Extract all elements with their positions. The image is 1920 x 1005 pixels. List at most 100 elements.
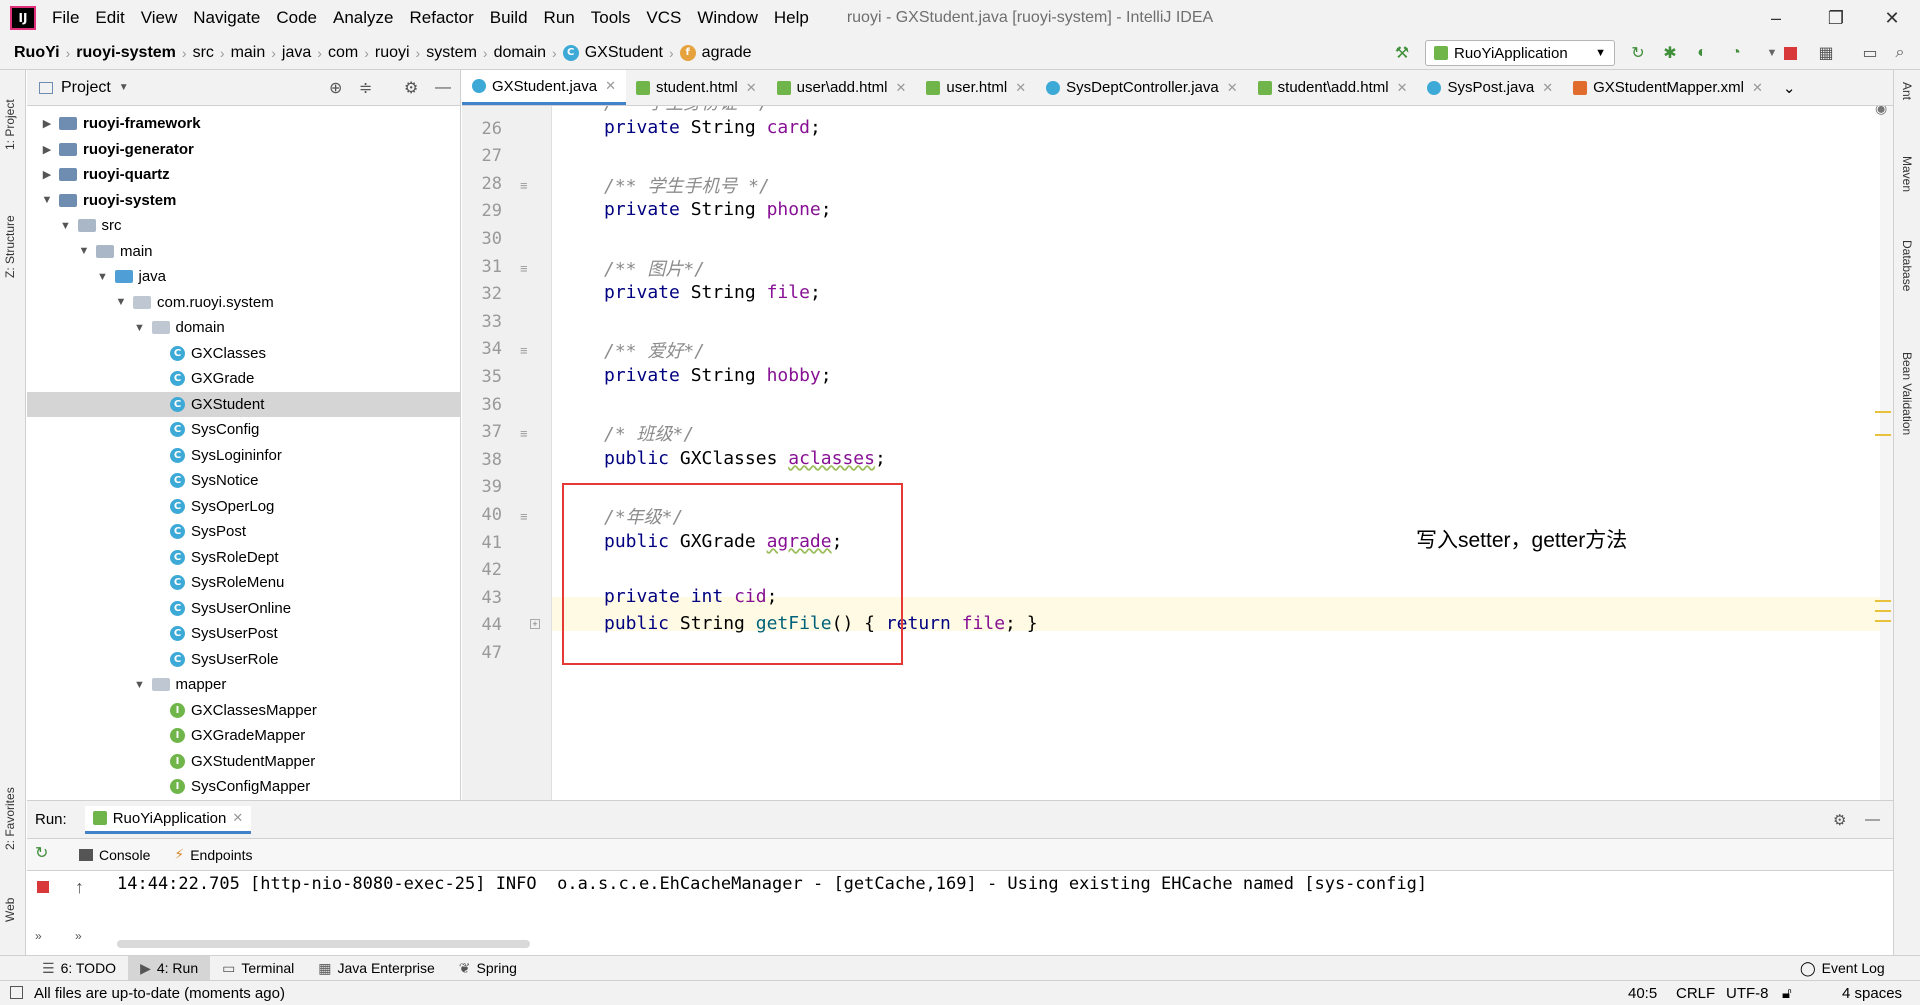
stop-icon[interactable]: [1780, 43, 1800, 63]
project-panel-title[interactable]: Project: [61, 78, 111, 96]
more-icon[interactable]: »: [35, 929, 42, 943]
indent-setting[interactable]: 4 spaces: [1842, 985, 1903, 1002]
doc-comment-icon[interactable]: ≡: [520, 343, 528, 359]
expanded-arrow-icon[interactable]: ▼: [41, 194, 53, 206]
database-tool-button[interactable]: Database: [1900, 240, 1914, 292]
breadcrumb-item[interactable]: ruoyi: [369, 44, 416, 62]
close-icon[interactable]: ✕: [605, 78, 616, 93]
menu-window[interactable]: Window: [697, 8, 758, 27]
run-config-tab[interactable]: RuoYiApplication ✕: [84, 805, 252, 834]
breadcrumb-item[interactable]: main: [225, 44, 272, 62]
editor-tab[interactable]: user.html✕: [916, 70, 1036, 105]
breadcrumb-item[interactable]: system: [420, 44, 483, 62]
tool-window-button[interactable]: ▦Java Enterprise: [306, 956, 447, 981]
menu-navigate[interactable]: Navigate: [193, 8, 261, 27]
expanded-arrow-icon[interactable]: ▼: [78, 245, 90, 257]
code-editor[interactable]: 25≡262728≡293031≡323334≡353637≡383940≡41…: [462, 106, 1893, 800]
hide-panel-icon[interactable]: —: [1865, 811, 1880, 828]
menu-run[interactable]: Run: [543, 8, 575, 27]
expanded-arrow-icon[interactable]: ▼: [134, 678, 145, 691]
gear-icon[interactable]: ⚙: [1833, 811, 1847, 829]
doc-comment-icon[interactable]: ≡: [520, 106, 528, 110]
tool-window-button[interactable]: ❦Spring: [447, 956, 529, 981]
locate-icon[interactable]: ⊕: [329, 79, 343, 97]
breadcrumb-item[interactable]: src: [187, 44, 220, 62]
menu-edit[interactable]: Edit: [95, 8, 125, 27]
console-tab[interactable]: Console: [79, 847, 150, 863]
tree-node[interactable]: ▼domain: [27, 315, 460, 340]
gear-icon[interactable]: ⚙: [404, 79, 419, 97]
profile-icon[interactable]: ◔: [1731, 44, 1741, 61]
doc-comment-icon[interactable]: ≡: [520, 426, 528, 442]
layout-icon[interactable]: ▭: [1862, 45, 1878, 62]
breadcrumb-item[interactable]: ruoyi-system: [70, 44, 182, 62]
lock-icon[interactable]: 🔓︎: [1782, 985, 1792, 1002]
close-icon[interactable]: ✕: [895, 79, 907, 95]
tree-node[interactable]: ▼main: [27, 239, 460, 264]
menu-view[interactable]: View: [140, 8, 178, 27]
hide-panel-icon[interactable]: —: [435, 78, 451, 96]
search-icon[interactable]: ⌕: [1895, 44, 1905, 61]
menu-code[interactable]: Code: [276, 8, 317, 27]
menu-refactor[interactable]: Refactor: [409, 8, 474, 27]
tool-window-button[interactable]: ☰6: TODO: [30, 956, 128, 981]
tree-node[interactable]: ▼src: [27, 213, 460, 238]
maven-tool-button[interactable]: Maven: [1900, 156, 1914, 193]
doc-comment-icon[interactable]: ≡: [520, 509, 528, 524]
project-structure-icon[interactable]: ▦: [1818, 45, 1834, 62]
eye-icon[interactable]: ◉: [1875, 106, 1888, 116]
editor-scrollbar[interactable]: [1880, 106, 1893, 800]
expanded-arrow-icon[interactable]: ▼: [60, 219, 71, 232]
status-toggle-icon[interactable]: [10, 986, 23, 999]
tool-window-button[interactable]: ▭Terminal: [210, 956, 306, 981]
stop-icon[interactable]: [37, 881, 49, 893]
collapsed-arrow-icon[interactable]: ▶: [42, 169, 52, 181]
breadcrumb-item[interactable]: RuoYi: [8, 44, 66, 62]
maximize-button[interactable]: ❐: [1827, 7, 1845, 28]
menu-help[interactable]: Help: [773, 8, 809, 27]
menu-file[interactable]: File: [52, 8, 80, 27]
close-icon[interactable]: ✕: [745, 79, 757, 95]
editor-tab[interactable]: student\add.html✕: [1248, 70, 1418, 105]
collapsed-arrow-icon[interactable]: ▶: [42, 118, 52, 130]
build-hammer-icon[interactable]: ⚒: [1394, 45, 1410, 62]
fold-icon[interactable]: +: [530, 619, 540, 630]
collapse-all-icon[interactable]: ≑: [359, 79, 373, 97]
favorites-tool-button[interactable]: 2: Favorites: [3, 787, 17, 850]
editor-tab[interactable]: SysDeptController.java✕: [1036, 70, 1247, 105]
breadcrumb-item[interactable]: domain: [488, 44, 552, 62]
tree-node[interactable]: ▶ruoyi-framework: [27, 111, 460, 136]
rerun-icon[interactable]: ↻: [35, 845, 49, 862]
bean-validation-tool-button[interactable]: Bean Validation: [1900, 352, 1914, 436]
tree-node[interactable]: ▼ruoyi-system: [27, 188, 460, 213]
doc-comment-icon[interactable]: ≡: [520, 177, 528, 193]
tree-node[interactable]: ▼mapper: [27, 672, 460, 697]
ant-tool-button[interactable]: Ant: [1900, 82, 1914, 101]
tree-node[interactable]: ▶ruoyi-quartz: [27, 162, 460, 187]
rerun-icon[interactable]: ↻: [1631, 45, 1645, 62]
close-icon[interactable]: ✕: [1226, 79, 1238, 95]
menu-tools[interactable]: Tools: [590, 8, 631, 27]
coverage-icon[interactable]: ◐: [1697, 44, 1707, 61]
tabs-overflow-icon[interactable]: ⌄: [1782, 79, 1796, 97]
menu-vcs[interactable]: VCS: [646, 8, 682, 27]
editor-tab[interactable]: GXStudentMapper.xml✕: [1563, 70, 1773, 105]
expanded-arrow-icon[interactable]: ▼: [134, 321, 145, 334]
endpoints-tab[interactable]: ⚡ Endpoints: [174, 846, 252, 863]
